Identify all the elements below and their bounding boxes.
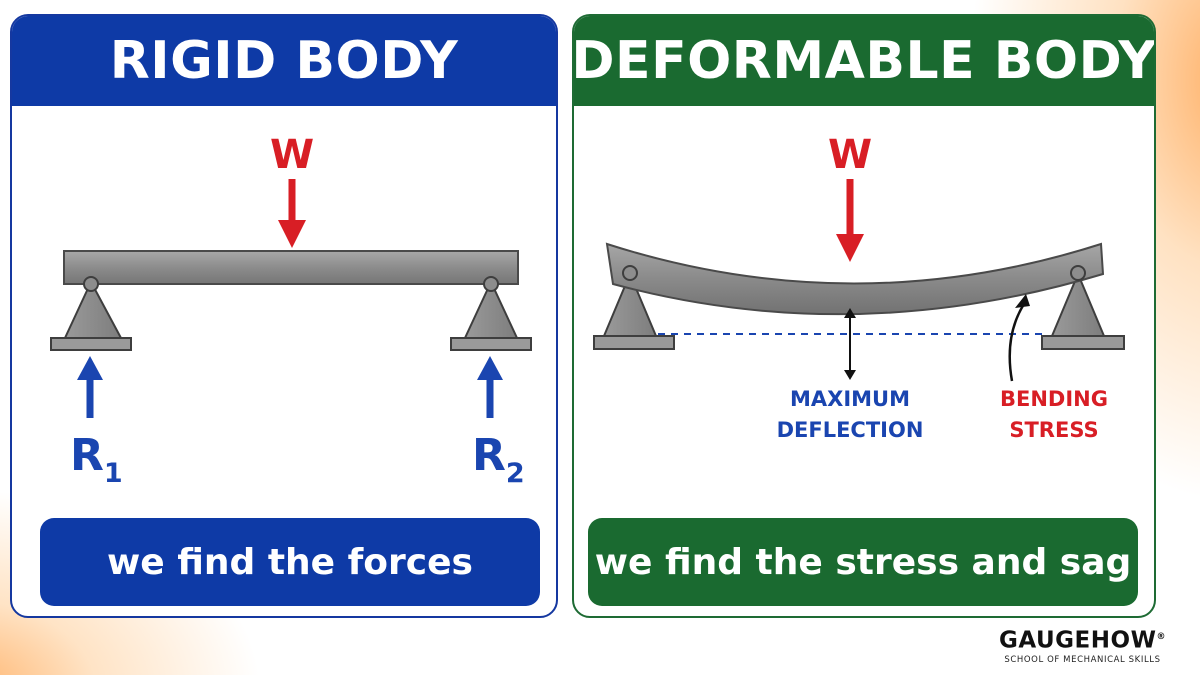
rigid-load-arrow: [278, 179, 306, 248]
deform-load-arrow: [836, 179, 864, 262]
registered-mark: ®: [1156, 632, 1166, 642]
right-pin-support: [450, 276, 532, 351]
bending-stress-arrow: [1008, 294, 1030, 382]
rigid-body-title: RIGID BODY: [109, 31, 459, 91]
deform-load-label: W: [828, 132, 872, 178]
deformable-body-footer-text: we find the stress and sag: [594, 541, 1132, 583]
reaction-label-r2: R2: [472, 430, 525, 489]
rigid-body-footer-text: we find the forces: [107, 541, 473, 583]
rigid-beam: [63, 250, 519, 285]
brand-logo: GAUGEHOW® SCHOOL OF MECHANICAL SKILLS: [980, 624, 1185, 666]
rigid-body-panel: RIGID BODY W: [10, 14, 558, 618]
reaction-arrow-r1: [77, 356, 103, 418]
deformable-body-footer: we find the stress and sag: [588, 518, 1138, 606]
deformed-beam: [605, 242, 1105, 316]
reaction-label-r1: R1: [70, 430, 123, 489]
max-deflection-arrow: [844, 308, 856, 380]
brand-name: GAUGEHOW®: [999, 627, 1166, 654]
right-pin: [1070, 265, 1086, 281]
deformable-body-header: DEFORMABLE BODY: [574, 16, 1154, 106]
left-pin: [622, 265, 638, 281]
reaction-arrow-r2: [477, 356, 503, 418]
left-pin-support-deform: [593, 271, 675, 350]
rigid-beam-diagram: W R1 R2: [50, 132, 532, 489]
brand-tagline: SCHOOL OF MECHANICAL SKILLS: [1004, 654, 1161, 665]
deformable-body-panel: DEFORMABLE BODY W: [572, 14, 1156, 618]
rigid-body-footer: we find the forces: [40, 518, 540, 606]
deformable-body-title: DEFORMABLE BODY: [572, 31, 1156, 91]
rigid-load-label: W: [270, 132, 314, 178]
left-pin-support: [50, 276, 132, 351]
rigid-body-header: RIGID BODY: [12, 16, 556, 106]
right-pin-support-deform: [1041, 271, 1125, 350]
